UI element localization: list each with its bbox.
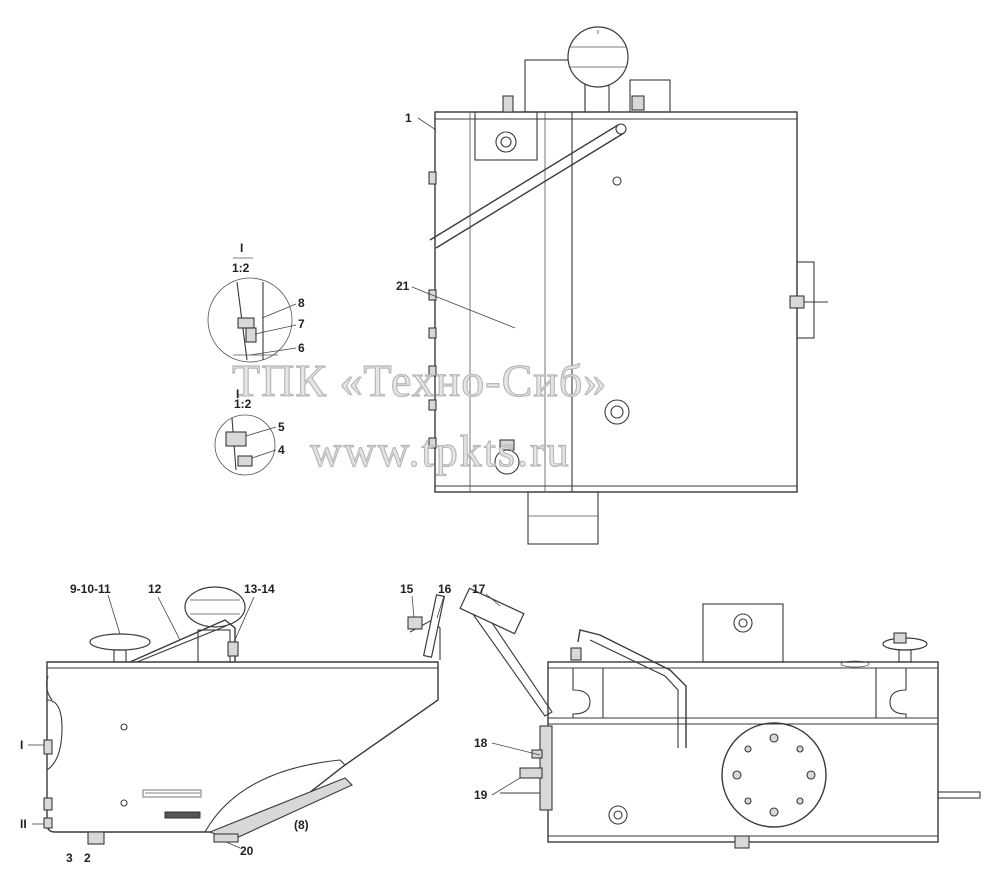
callout-19: 19 (474, 788, 488, 802)
detail-scale-top: 1:2 (232, 261, 250, 275)
callout-16: 16 (438, 582, 452, 596)
callout-2: 2 (84, 851, 91, 865)
callout-8-ref: (8) (294, 818, 309, 832)
callout-4: 4 (278, 443, 285, 457)
callout-5: 5 (278, 420, 285, 434)
detail-title-2: I (236, 387, 239, 401)
tank-front-view (459, 587, 981, 849)
callout-8: 8 (298, 296, 305, 310)
callout-13-14: 13-14 (244, 582, 275, 596)
callout-12: 12 (148, 582, 162, 596)
callout-20: 20 (240, 844, 254, 858)
watermark: ТПК «Техно-Сиб» www.tpkts.ru (231, 354, 607, 476)
watermark-url: www.tpkts.ru (310, 427, 571, 476)
callout-6: 6 (298, 341, 305, 355)
tank-side-view (43, 586, 446, 845)
callout-I: I (20, 738, 23, 752)
tank-top-view (428, 26, 828, 545)
callout-21: 21 (396, 279, 410, 293)
detail-view-I: I 1:2 I 1:2 (207, 241, 293, 476)
callout-18: 18 (474, 736, 488, 750)
callout-7: 7 (298, 317, 305, 331)
callout-II: II (20, 817, 27, 831)
callouts-side-view: 9-10-11 12 13-14 15 16 I II 3 2 20 (8) (20, 582, 452, 865)
callouts-detail: 8 7 6 5 4 (245, 296, 305, 459)
callout-3: 3 (66, 851, 73, 865)
callout-15: 15 (400, 582, 414, 596)
callouts-front-view: 17 18 19 (472, 582, 541, 802)
detail-scale-bottom: 1:2 (234, 397, 252, 411)
callout-1: 1 (405, 111, 412, 125)
callouts-top-view: 1 21 (396, 111, 516, 329)
callout-17: 17 (472, 582, 486, 596)
callout-9-10-11: 9-10-11 (70, 582, 111, 596)
watermark-company: ТПК «Техно-Сиб» (232, 355, 607, 406)
detail-title: I (240, 241, 243, 255)
